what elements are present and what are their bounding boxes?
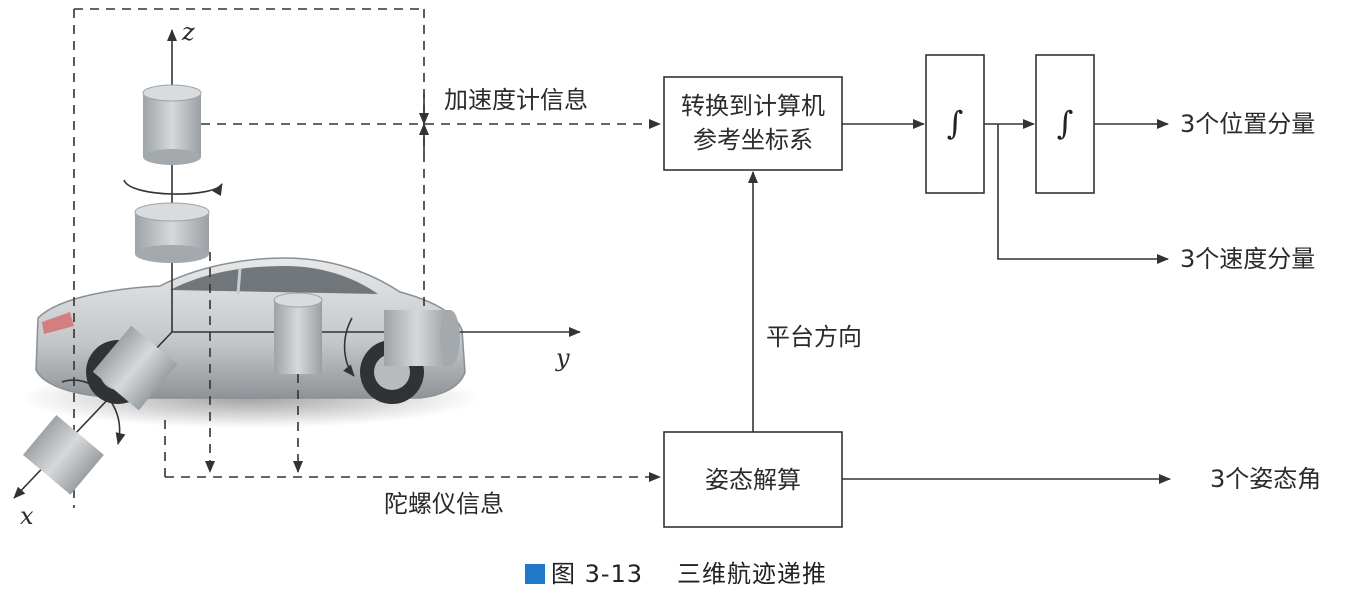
- accel-signal-path: [201, 94, 661, 154]
- y-accelerometer-cylinder: [384, 310, 460, 366]
- position-output-label: 3个位置分量: [1180, 110, 1315, 138]
- caption-marker: [524, 564, 545, 584]
- z-gyro-cylinder: [134, 202, 210, 263]
- transform-block: [663, 76, 843, 171]
- y-gyro-cylinder: [273, 292, 323, 374]
- figure-number: 图 3-13: [550, 560, 644, 588]
- x-rotation-arrow: [61, 379, 126, 445]
- y-axis-label: y: [555, 344, 570, 372]
- x-gyro-cylinder: [92, 325, 178, 411]
- gyro-signal-path: [164, 252, 661, 482]
- platform-direction-label: 平台方向: [766, 323, 862, 351]
- figure-caption: 图 3-13 三维航迹递推: [0, 554, 1352, 589]
- x-accelerometer-cylinder: [22, 415, 104, 495]
- attitude-output-label: 3个姿态角: [1210, 465, 1321, 493]
- z-accelerometer-cylinder: [142, 84, 202, 165]
- z-rotation-arrow: [123, 179, 223, 197]
- integrator-2: [1035, 54, 1095, 194]
- transform-label-line1: 转换到计算机: [681, 92, 825, 120]
- figure-title: 三维航迹递推: [677, 560, 828, 588]
- integrator-2-symbol: ∫: [1057, 104, 1074, 142]
- sensor-frame: [73, 8, 425, 508]
- car-headlight: [42, 312, 74, 334]
- car-window: [170, 266, 378, 294]
- z-axis-label: z: [181, 18, 195, 46]
- integrator-1-symbol: ∫: [947, 104, 964, 142]
- velocity-branch: [997, 124, 1169, 264]
- accel-info-label: 加速度计信息: [444, 86, 588, 114]
- y-rotation-arrow: [343, 317, 355, 377]
- attitude-solve-label: 姿态解算: [705, 466, 801, 494]
- gyro-info-label: 陀螺仪信息: [384, 490, 504, 518]
- transform-label-line2: 参考坐标系: [693, 126, 813, 154]
- x-axis-label: x: [20, 502, 34, 530]
- velocity-output-label: 3个速度分量: [1180, 245, 1315, 273]
